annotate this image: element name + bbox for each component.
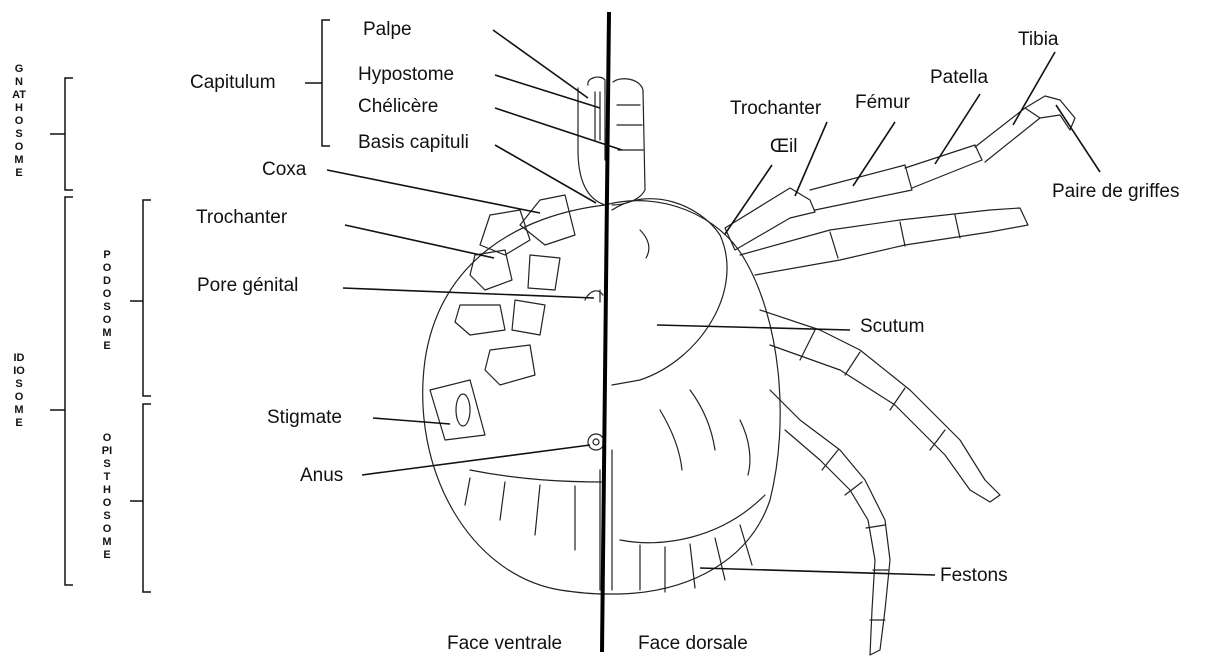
anus-label: Anus [300,466,343,485]
region-brackets [50,20,330,592]
leader-trochanter-dorsal [795,122,827,196]
leader-pore-genital [343,288,594,298]
idiosome-bracket [50,197,73,585]
capitulum-bracket [305,20,330,146]
capitulum-drawing [578,77,645,205]
leader-patella [935,94,980,164]
gnathosome-label: GNATHOSOME [12,63,26,180]
leader-femur [853,122,895,186]
oeil-label: Œil [770,137,797,156]
leader-paire-de-griffes [1056,105,1100,172]
trochanter-dorsal-label: Trochanter [730,99,821,118]
scutum-label: Scutum [860,317,924,336]
chelicere-label: Chélicère [358,97,438,116]
face-dorsale-label: Face dorsale [638,634,748,653]
tibia-label: Tibia [1018,30,1058,49]
idiosome-label: IDIOSOME [12,352,26,430]
leader-anus [362,445,590,475]
leader-chelicere [495,108,622,150]
opisthosome-bracket [130,404,151,592]
stigmate-label: Stigmate [267,408,342,427]
leader-oeil [725,165,772,234]
leader-palpe [493,30,588,98]
paire-de-griffes-label: Paire de griffes [1052,182,1179,201]
trochanter-ventral-label: Trochanter [196,208,287,227]
coxa-label: Coxa [262,160,306,179]
palpe-label: Palpe [363,20,412,39]
basis-capituli-label: Basis capituli [358,133,469,152]
gnathosome-bracket [50,78,73,190]
face-ventrale-label: Face ventrale [447,634,562,653]
festons-label: Festons [940,566,1008,585]
leader-scutum [657,325,850,330]
dorsal-legs [725,96,1075,655]
ventral-segments [465,434,605,590]
femur-label: Fémur [855,93,910,112]
dorsal-scutum [612,199,765,592]
leader-coxa [327,170,540,213]
patella-label: Patella [930,68,988,87]
hypostome-label: Hypostome [358,65,454,84]
podosome-bracket [130,200,151,396]
ventral-legs [430,195,603,440]
capitulum-label: Capitulum [190,73,276,92]
leader-hypostome [495,75,600,108]
pore-genital-label: Pore génital [197,276,298,295]
opisthosome-label: OPISTHOSOME [100,432,114,562]
leader-festons [700,568,935,575]
podosome-label: PODOSOME [100,249,114,353]
leader-trochanter-ventral [345,225,494,258]
